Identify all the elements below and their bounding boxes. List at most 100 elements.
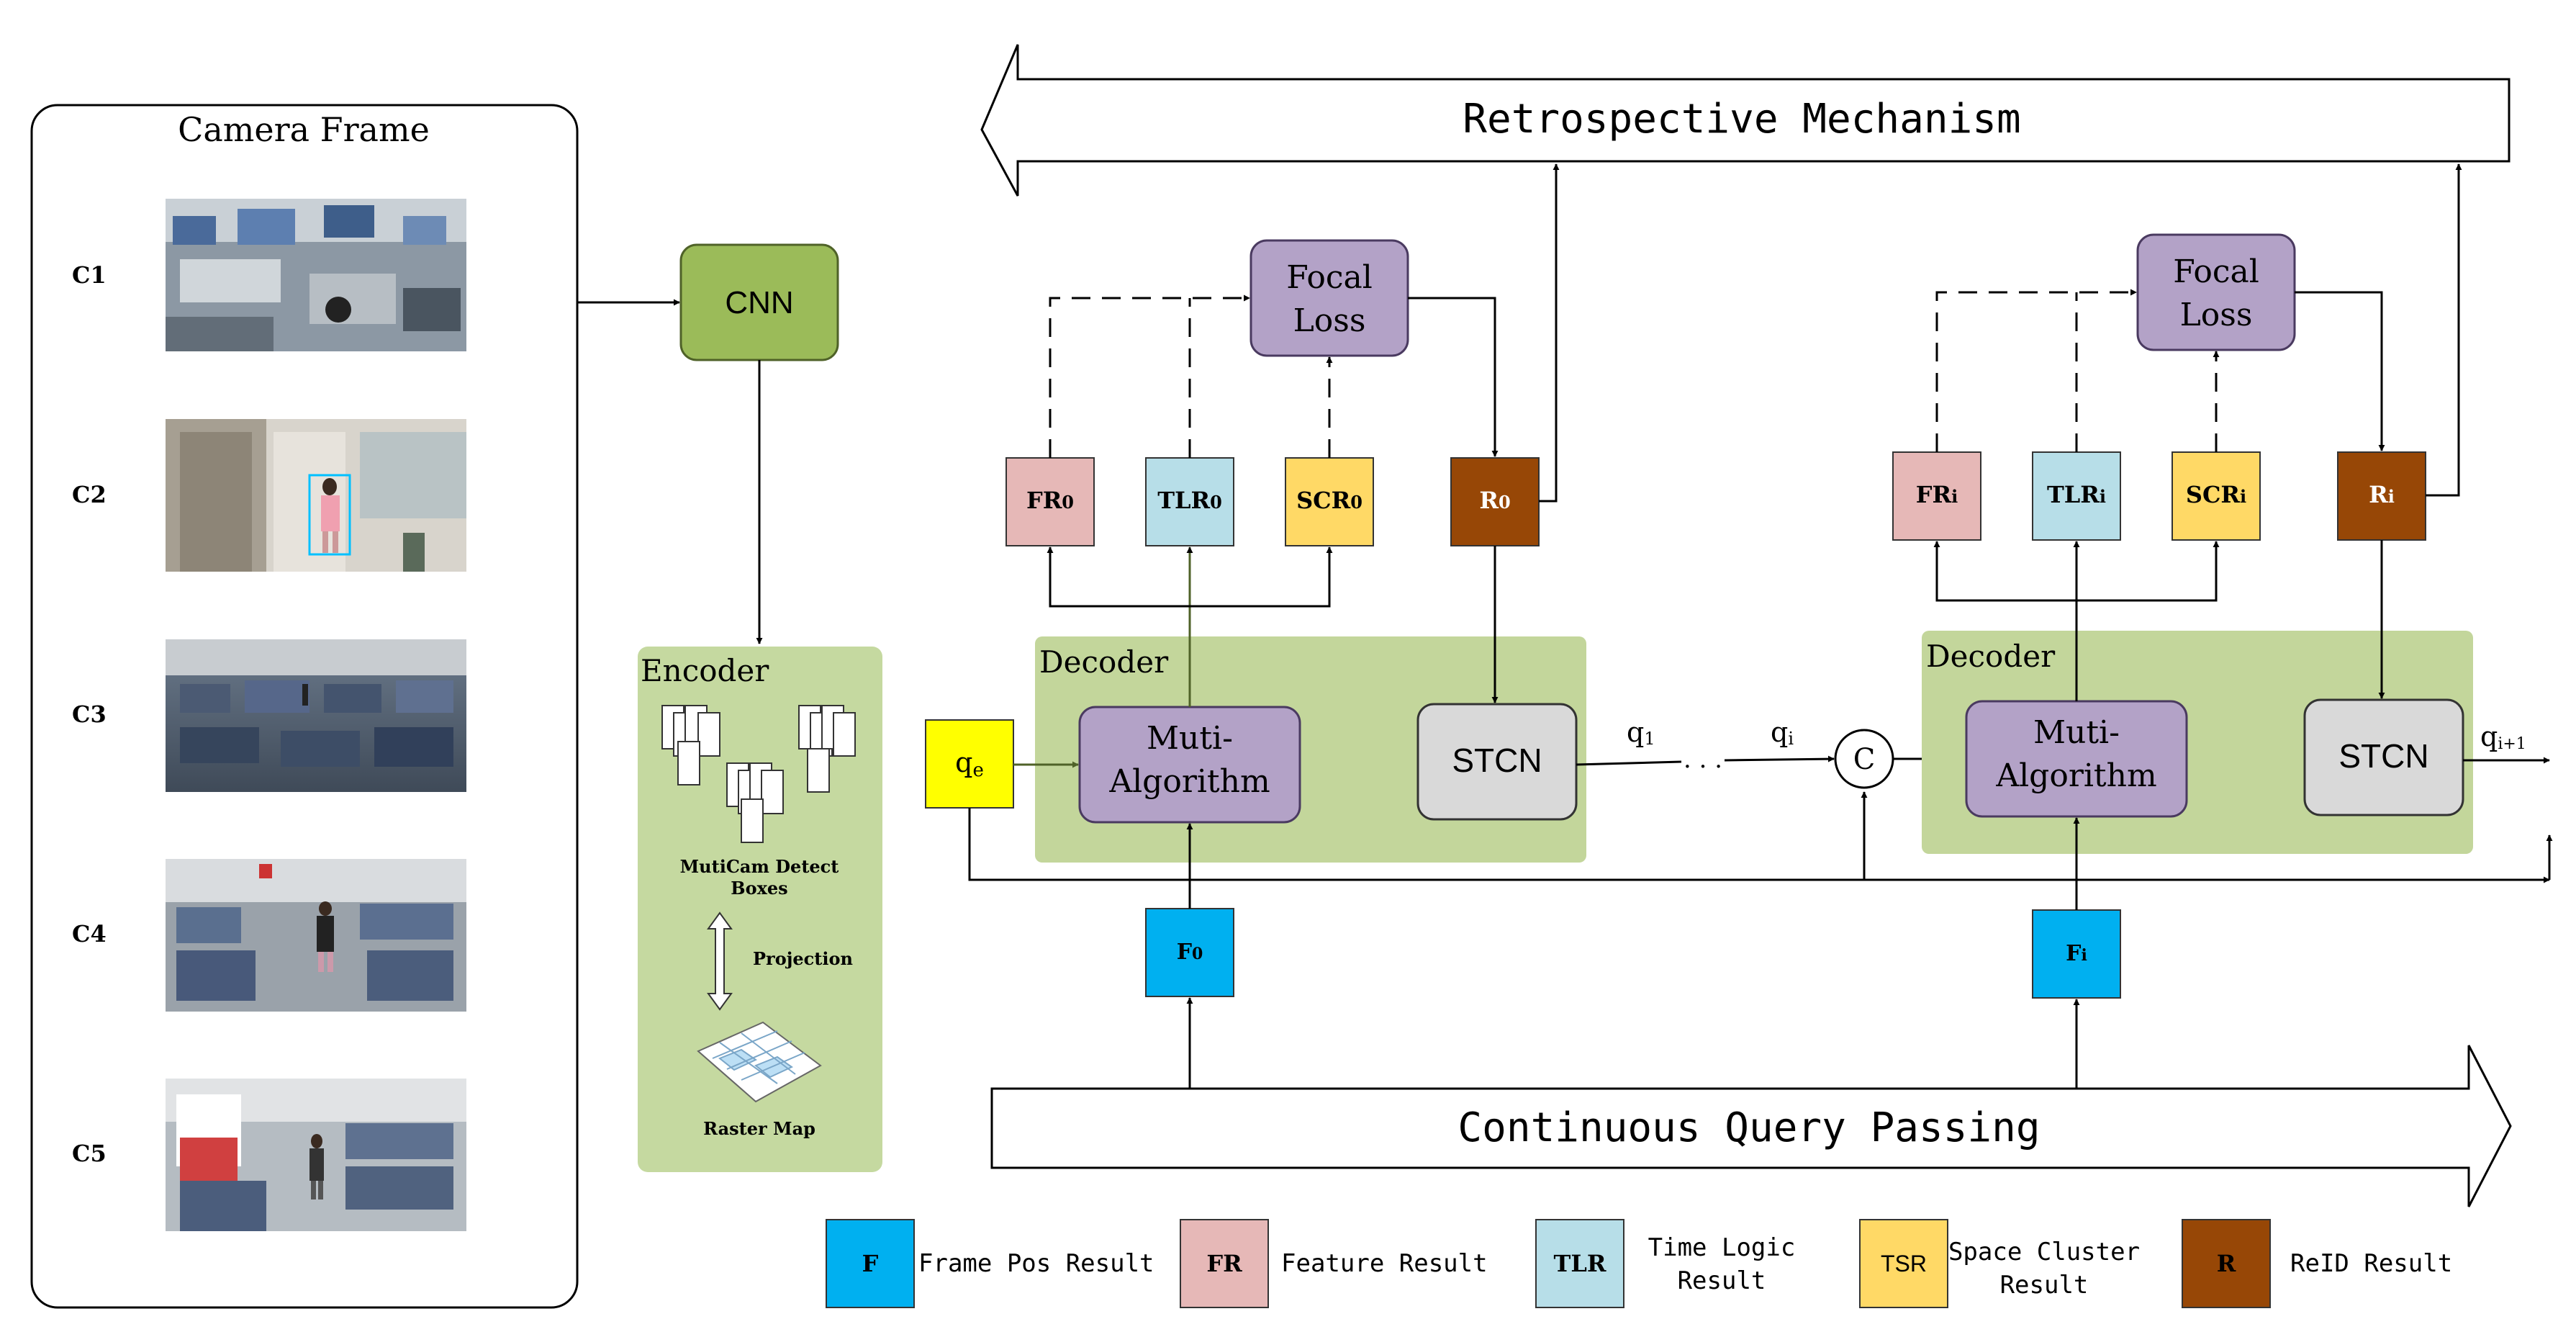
f0-label: F0 [1177,940,1203,965]
tlr-subscript: 0 [1210,492,1222,513]
f-subscript: 0 [1192,945,1203,963]
camera-label: C4 [72,920,107,947]
camera-c3: C3 [72,639,466,792]
muti-label-2: Algorithm [1995,757,2156,794]
r-subscript: i [2388,486,2395,507]
retrospective-mechanism-arrow: Retrospective Mechanism [980,44,2511,197]
camera-c5: C5 [72,1079,466,1231]
encoder-panel: Encoder MutiCam Detect Boxes Projection [638,647,882,1172]
fr0-label: FR0 [1026,487,1074,514]
f-key: F [2066,941,2081,966]
detect-boxes-label-2: Boxes [731,878,787,899]
fr-key: FR [1026,487,1062,514]
retrospective-label: Retrospective Mechanism [1463,96,2020,143]
scr-key: SCR [2186,481,2241,508]
decoder-left: Decoder Muti- Algorithm STCN [1035,636,1586,863]
q1-letter: q [1627,716,1644,748]
muti-label-1: Muti- [1147,720,1233,757]
legend: F Frame Pos Result FR Feature Result TLR… [826,1219,2452,1308]
legend-item-fr: FR Feature Result [1180,1219,1488,1308]
legend-key: TLR [1554,1250,1606,1277]
ri-box: Ri [2337,451,2426,541]
legend-item-r: R ReID Result [2182,1219,2452,1308]
continuous-query-arrow: Continuous Query Passing [990,1045,2512,1207]
legend-key: TSR [1881,1251,1927,1277]
r0-label: R0 [1479,487,1510,514]
raster-map-label: Raster Map [703,1118,815,1139]
camera-thumbnail [166,199,466,351]
scr0-box: SCR0 [1285,457,1374,546]
qe-box: qe [925,719,1014,809]
fri-label: FRi [1916,481,1958,508]
tlr0-label: TLR0 [1157,487,1222,514]
camera-thumbnail [166,1079,466,1231]
cnn-label: CNN [725,285,793,320]
q1-label: q1 [1627,716,1655,749]
legend-key: F [862,1250,879,1277]
r0-box: R0 [1450,457,1540,546]
scr0-label: SCR0 [1296,487,1362,514]
tlr0-box: TLR0 [1145,457,1234,546]
qi1-label: qi+1 [2480,721,2526,753]
legend-text-2: Result [1678,1266,1766,1295]
encoder-title: Encoder [641,653,769,688]
r-key: R [2369,481,2388,508]
legend-item-tlr: TLR Time Logic Result [1535,1219,1796,1308]
legend-key: R [2217,1250,2236,1277]
legend-text: Time Logic [1648,1233,1796,1262]
camera-label: C1 [72,261,107,289]
stcn-label: STCN [1452,742,1542,779]
camera-label: C3 [72,701,107,728]
connectors-right [1933,163,2553,1089]
r-subscript: 0 [1499,492,1511,513]
connectors-left [968,163,2550,1089]
fi-label: Fi [2066,941,2087,966]
legend-text: Feature Result [1281,1249,1488,1278]
ri-label: Ri [2369,481,2395,508]
qe-label: qe [955,747,984,781]
focal-label-2: Loss [1293,302,1366,339]
fi-box: Fi [2032,909,2121,999]
continuous-label: Continuous Query Passing [1458,1104,2040,1151]
camera-label: C5 [72,1140,107,1167]
projection-label: Projection [753,948,853,969]
legend-text: Frame Pos Result [918,1249,1154,1278]
legend-text-2: Result [2000,1271,2089,1300]
concat-label: C [1853,743,1876,776]
qi1-subscript: i+1 [2498,735,2526,753]
camera-c4: C4 [72,859,466,1012]
focal-loss-box-right: Focal Loss [2136,233,2296,351]
camera-thumbnail [166,419,466,572]
focal-label-1: Focal [2173,253,2259,290]
camera-frame-title: Camera Frame [178,110,430,149]
qe-letter: q [955,747,972,778]
legend-text: Space Cluster [1948,1238,2140,1266]
camera-c2: C2 [72,419,466,572]
legend-key: FR [1206,1250,1242,1277]
focal-label-1: Focal [1286,259,1373,296]
scri-box: SCRi [2171,451,2261,541]
scr-key: SCR [1296,487,1351,514]
legend-item-f: F Frame Pos Result [826,1219,1154,1308]
decoder-right-title: Decoder [1926,639,2056,674]
concat-node: C [1834,729,1894,789]
projection-arrow-icon [707,911,733,1011]
legend-item-tsr: TSR Space Cluster Result [1859,1219,2140,1308]
camera-thumbnail [166,859,466,1012]
legend-text: ReID Result [2290,1249,2452,1278]
raster-map-icon [697,1021,822,1103]
focal-loss-box-left: Focal Loss [1249,239,1409,357]
focal-label-2: Loss [2180,297,2253,333]
tlri-box: TLRi [2032,451,2121,541]
qi-letter: q [1771,716,1788,748]
camera-c1: C1 [72,199,466,351]
stcn-label: STCN [2338,737,2428,775]
decoder-left-title: Decoder [1039,644,1169,680]
camera-label: C2 [72,481,107,508]
ellipsis-dots: · · · [1684,752,1722,781]
stcn-box-right [2303,698,2464,816]
detect-boxes-label-1: MutiCam Detect [680,856,839,877]
f-subscript: i [2081,946,2087,965]
cnn-box: CNN [679,243,839,361]
